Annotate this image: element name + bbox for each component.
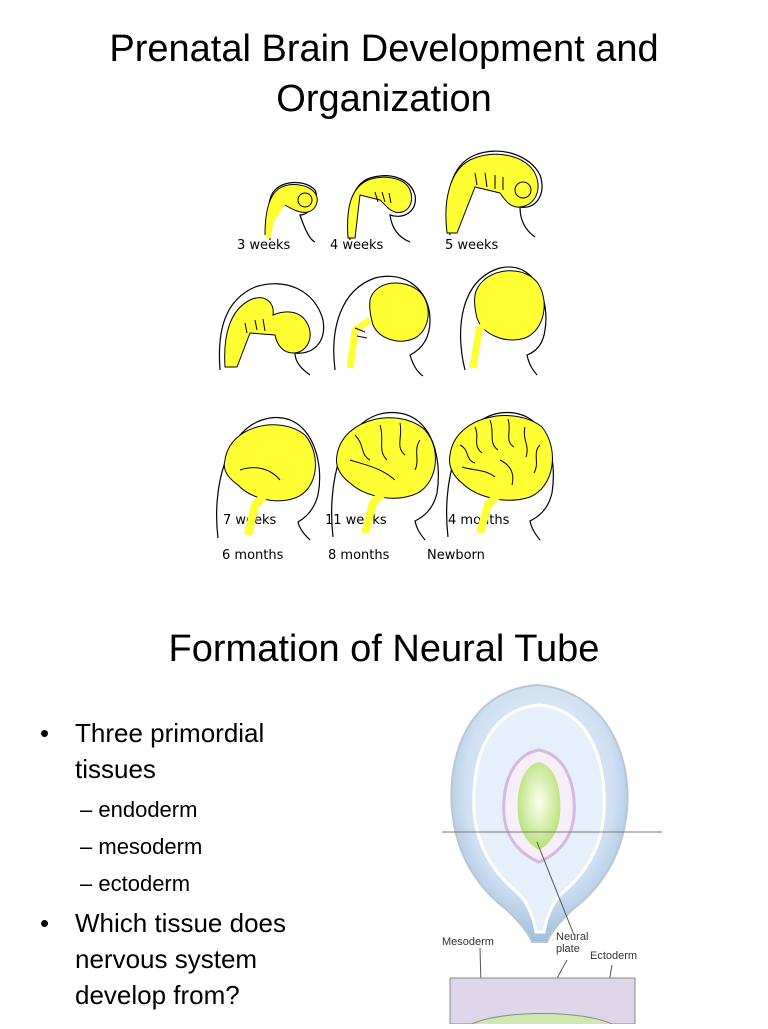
- fetus-6-months-illustration: [216, 416, 321, 541]
- bullet-marker: •: [40, 718, 50, 748]
- sub-bullet-marker: –: [80, 871, 93, 896]
- stage-label: Newborn: [427, 548, 485, 563]
- embryo-7-weeks-illustration: [218, 283, 325, 376]
- sub-bullet-text: mesoderm: [98, 834, 203, 859]
- newborn-brain-illustration: [446, 411, 554, 541]
- bullet-text: Three primordial tissues: [75, 718, 265, 784]
- stage-label: 5 weeks: [445, 238, 499, 253]
- label-ectoderm: Ectoderm: [590, 950, 638, 962]
- stage-label: 8 months: [328, 548, 390, 563]
- label-mesoderm: Mesoderm: [442, 936, 494, 948]
- sub-bullet-item: – mesoderm: [80, 832, 202, 862]
- embryo-4-weeks-illustration: [347, 175, 417, 243]
- sub-bullet-text: endoderm: [98, 797, 198, 822]
- slide-title-prenatal: Prenatal Brain Development and Organizat…: [109, 28, 659, 120]
- embryo-4-months-illustration: [460, 266, 547, 376]
- stage-label: 4 weeks: [330, 238, 384, 253]
- stage-label: 6 months: [222, 548, 284, 563]
- bullet-text: Which tissue does nervous system develop…: [75, 908, 286, 1010]
- stage-label: 3 weeks: [237, 238, 291, 253]
- sub-bullet-item: – endoderm: [80, 795, 197, 825]
- embryo-3-weeks-illustration: [264, 181, 318, 243]
- label-neural-plate: Neural plate: [556, 931, 589, 955]
- stage-label: 4 months: [448, 513, 510, 528]
- embryo-5-weeks-illustration: [445, 150, 543, 238]
- sub-bullet-text: ectoderm: [98, 871, 191, 896]
- fetus-8-months-illustration: [331, 411, 439, 541]
- slide-title-neural-tube: Formation of Neural Tube: [168, 628, 600, 670]
- sub-bullet-marker: –: [80, 797, 93, 822]
- neural-plate-diagram: Mesoderm Neural plate Ectoderm: [432, 680, 672, 1025]
- brain-development-stages: 3 weeks 4 weeks 5 weeks 7 weeks: [205, 145, 565, 575]
- sub-bullet-item: – ectoderm: [80, 869, 190, 899]
- embryo-11-weeks-illustration: [333, 275, 431, 377]
- neural-plate-illustration: [442, 683, 662, 1025]
- sub-bullet-marker: –: [80, 834, 93, 859]
- bullet-marker: •: [40, 908, 50, 938]
